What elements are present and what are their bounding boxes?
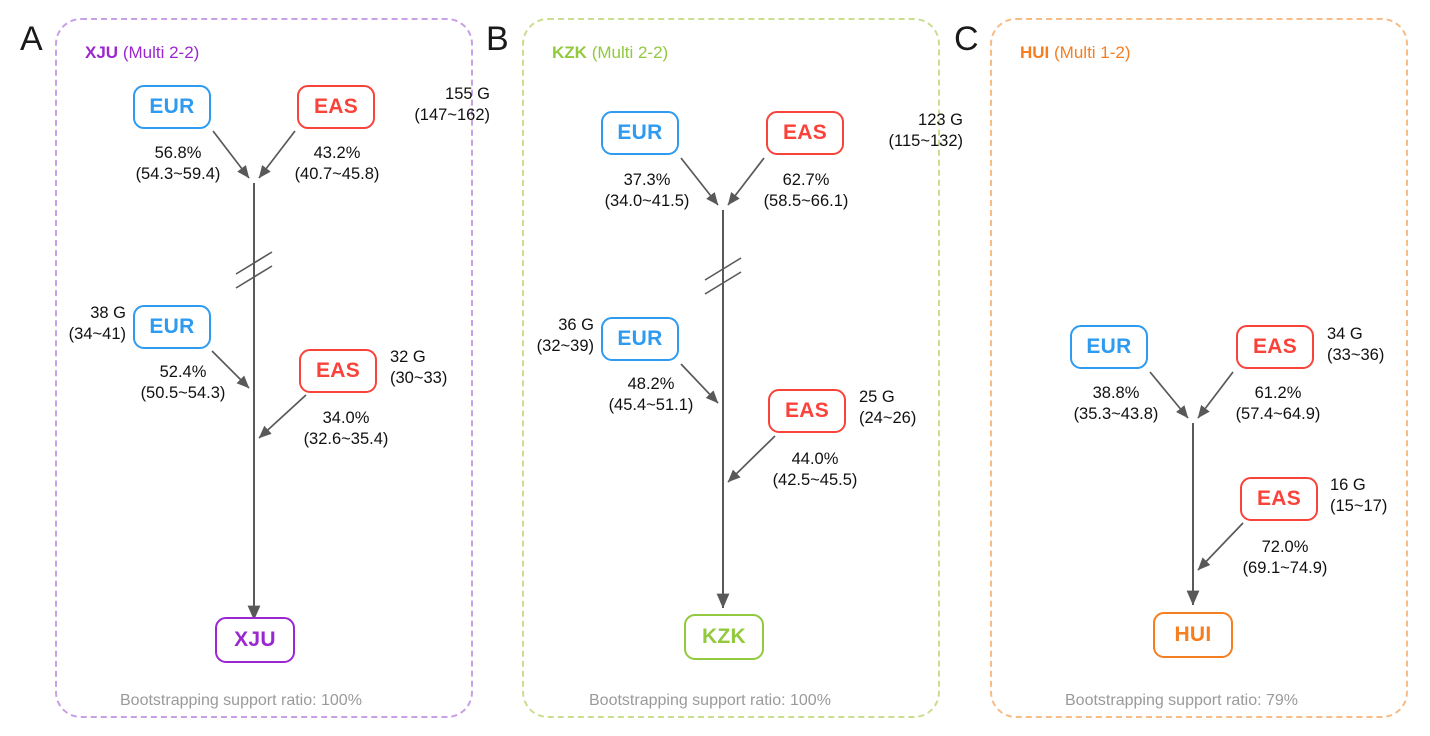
panel-b-gen-top: 123 G (115~132)	[845, 110, 963, 152]
panel-c-pct-eas-top-ci: (57.4~64.9)	[1235, 405, 1321, 424]
panel-c-gen-eas-mid-value: 16 G	[1330, 476, 1366, 494]
panel-a-node-target[interactable]: XJU	[215, 617, 295, 663]
panel-b-model-name: (Multi 2-2)	[591, 43, 669, 62]
panel-b-gen-eur-mid-value: 36 G	[558, 316, 594, 334]
panel-c-model-name: (Multi 1-2)	[1054, 43, 1131, 62]
panel-a-node-eur-top[interactable]: EUR	[133, 85, 211, 129]
panel-c-gen-eas-mid-ci: (15~17)	[1330, 497, 1388, 516]
panel-a-gen-eas-mid-value: 32 G	[390, 348, 426, 366]
panel-b-pct-eas-top: 62.7% (58.5~66.1)	[745, 170, 867, 212]
panel-c-pct-eas-top: 61.2% (57.4~64.9)	[1215, 383, 1341, 425]
panel-b-gen-eas-mid-ci: (24~26)	[859, 409, 917, 428]
panel-a-gen-top-ci: (147~162)	[414, 106, 490, 125]
panel-b-node-eur-mid[interactable]: EUR	[601, 317, 679, 361]
panel-b-pct-eur-top: 37.3% (34.0~41.5)	[586, 170, 708, 212]
panel-c-pct-eur-top: 38.8% (35.3~43.8)	[1053, 383, 1179, 425]
panel-c-node-target[interactable]: HUI	[1153, 612, 1233, 658]
panel-b-node-eas-top[interactable]: EAS	[766, 111, 844, 155]
panel-a-pct-eas-top: 43.2% (40.7~45.8)	[277, 143, 397, 185]
panel-b-gen-top-value: 123 G	[918, 111, 963, 129]
panel-a-model-name: (Multi 2-2)	[122, 43, 200, 62]
panel-a	[55, 18, 473, 718]
panel-a-pct-eur-mid-ci: (50.5~54.3)	[140, 384, 226, 403]
panel-b-pct-eas-top-value: 62.7%	[782, 171, 830, 189]
panel-a-node-eas-mid[interactable]: EAS	[299, 349, 377, 393]
panel-a-pct-eas-mid-value: 34.0%	[322, 409, 370, 427]
panel-c-gen-top: 34 G (33~36)	[1327, 324, 1427, 366]
panel-c-pct-eas-mid-ci: (69.1~74.9)	[1242, 559, 1328, 578]
panel-a-pct-eur-mid: 52.4% (50.5~54.3)	[120, 362, 246, 404]
panel-a-pct-eas-top-value: 43.2%	[313, 144, 361, 162]
panel-b-pct-eas-mid: 44.0% (42.5~45.5)	[752, 449, 878, 491]
panel-b-pct-eur-mid-ci: (45.4~51.1)	[608, 396, 694, 415]
panel-a-pct-eas-mid-ci: (32.6~35.4)	[303, 430, 389, 449]
panel-b-pct-eur-mid: 48.2% (45.4~51.1)	[588, 374, 714, 416]
panel-b-support-note: Bootstrapping support ratio: 100%	[589, 692, 831, 709]
panel-a-pct-eas-mid: 34.0% (32.6~35.4)	[283, 408, 409, 450]
panel-c-pct-eas-mid: 72.0% (69.1~74.9)	[1222, 537, 1348, 579]
panel-a-pct-eas-top-ci: (40.7~45.8)	[294, 165, 380, 184]
panel-b-letter: B	[486, 20, 509, 58]
panel-b-pct-eas-top-ci: (58.5~66.1)	[763, 192, 849, 211]
panel-b-title: KZK (Multi 2-2)	[552, 44, 668, 61]
panel-c-pct-eur-top-ci: (35.3~43.8)	[1073, 405, 1159, 424]
panel-c	[990, 18, 1408, 718]
panel-c-node-eur-top[interactable]: EUR	[1070, 325, 1148, 369]
panel-a-title: XJU (Multi 2-2)	[85, 44, 199, 61]
panel-c-support-note: Bootstrapping support ratio: 79%	[1065, 692, 1299, 709]
panel-a-pct-eur-top: 56.8% (54.3~59.4)	[118, 143, 238, 185]
panel-b-pct-eur-mid-value: 48.2%	[627, 375, 675, 393]
panel-b-gen-eas-mid-value: 25 G	[859, 388, 895, 406]
panel-c-node-eas-mid[interactable]: EAS	[1240, 477, 1318, 521]
panel-a-support-note: Bootstrapping support ratio: 100%	[120, 692, 362, 709]
panel-b-target-name: KZK	[552, 43, 587, 62]
panel-b-pct-eur-top-ci: (34.0~41.5)	[604, 192, 690, 211]
panel-a-gen-top-value: 155 G	[445, 85, 490, 103]
panel-c-gen-top-ci: (33~36)	[1327, 346, 1385, 365]
panel-a-pct-eur-top-value: 56.8%	[154, 144, 202, 162]
panel-b-pct-eas-mid-ci: (42.5~45.5)	[772, 471, 858, 490]
panel-b-gen-top-ci: (115~132)	[888, 132, 963, 151]
panel-b-node-eur-top[interactable]: EUR	[601, 111, 679, 155]
panel-a-node-eas-top[interactable]: EAS	[297, 85, 375, 129]
panel-a-gen-top: 155 G (147~162)	[380, 84, 490, 126]
panel-c-gen-eas-mid: 16 G (15~17)	[1330, 475, 1430, 517]
panel-b	[522, 18, 940, 718]
panel-a-gen-eur-mid-ci: (34~41)	[68, 325, 126, 344]
panel-c-pct-eur-top-value: 38.8%	[1092, 384, 1140, 402]
panel-a-gen-eas-mid: 32 G (30~33)	[390, 347, 500, 389]
panel-c-title: HUI (Multi 1-2)	[1020, 44, 1131, 61]
panel-a-pct-eur-top-ci: (54.3~59.4)	[135, 165, 221, 184]
panel-c-gen-top-value: 34 G	[1327, 325, 1363, 343]
panel-a-gen-eur-mid-value: 38 G	[90, 304, 126, 322]
panel-b-pct-eas-mid-value: 44.0%	[791, 450, 839, 468]
panel-c-pct-eas-mid-value: 72.0%	[1261, 538, 1309, 556]
panel-a-target-name: XJU	[85, 43, 119, 62]
panel-a-letter: A	[20, 20, 43, 58]
panel-b-pct-eur-top-value: 37.3%	[623, 171, 671, 189]
panel-c-target-name: HUI	[1020, 43, 1050, 62]
panel-c-pct-eas-top-value: 61.2%	[1254, 384, 1302, 402]
panel-b-node-eas-mid[interactable]: EAS	[768, 389, 846, 433]
panel-a-gen-eas-mid-ci: (30~33)	[390, 369, 448, 388]
panel-c-node-eas-top[interactable]: EAS	[1236, 325, 1314, 369]
panel-b-node-target[interactable]: KZK	[684, 614, 764, 660]
panel-a-pct-eur-mid-value: 52.4%	[159, 363, 207, 381]
panel-b-gen-eur-mid: 36 G (32~39)	[486, 315, 594, 357]
panel-a-gen-eur-mid: 38 G (34~41)	[18, 303, 126, 345]
panel-b-gen-eas-mid: 25 G (24~26)	[859, 387, 969, 429]
panel-b-gen-eur-mid-ci: (32~39)	[536, 337, 594, 356]
panel-a-node-eur-mid[interactable]: EUR	[133, 305, 211, 349]
panel-c-letter: C	[954, 20, 979, 58]
